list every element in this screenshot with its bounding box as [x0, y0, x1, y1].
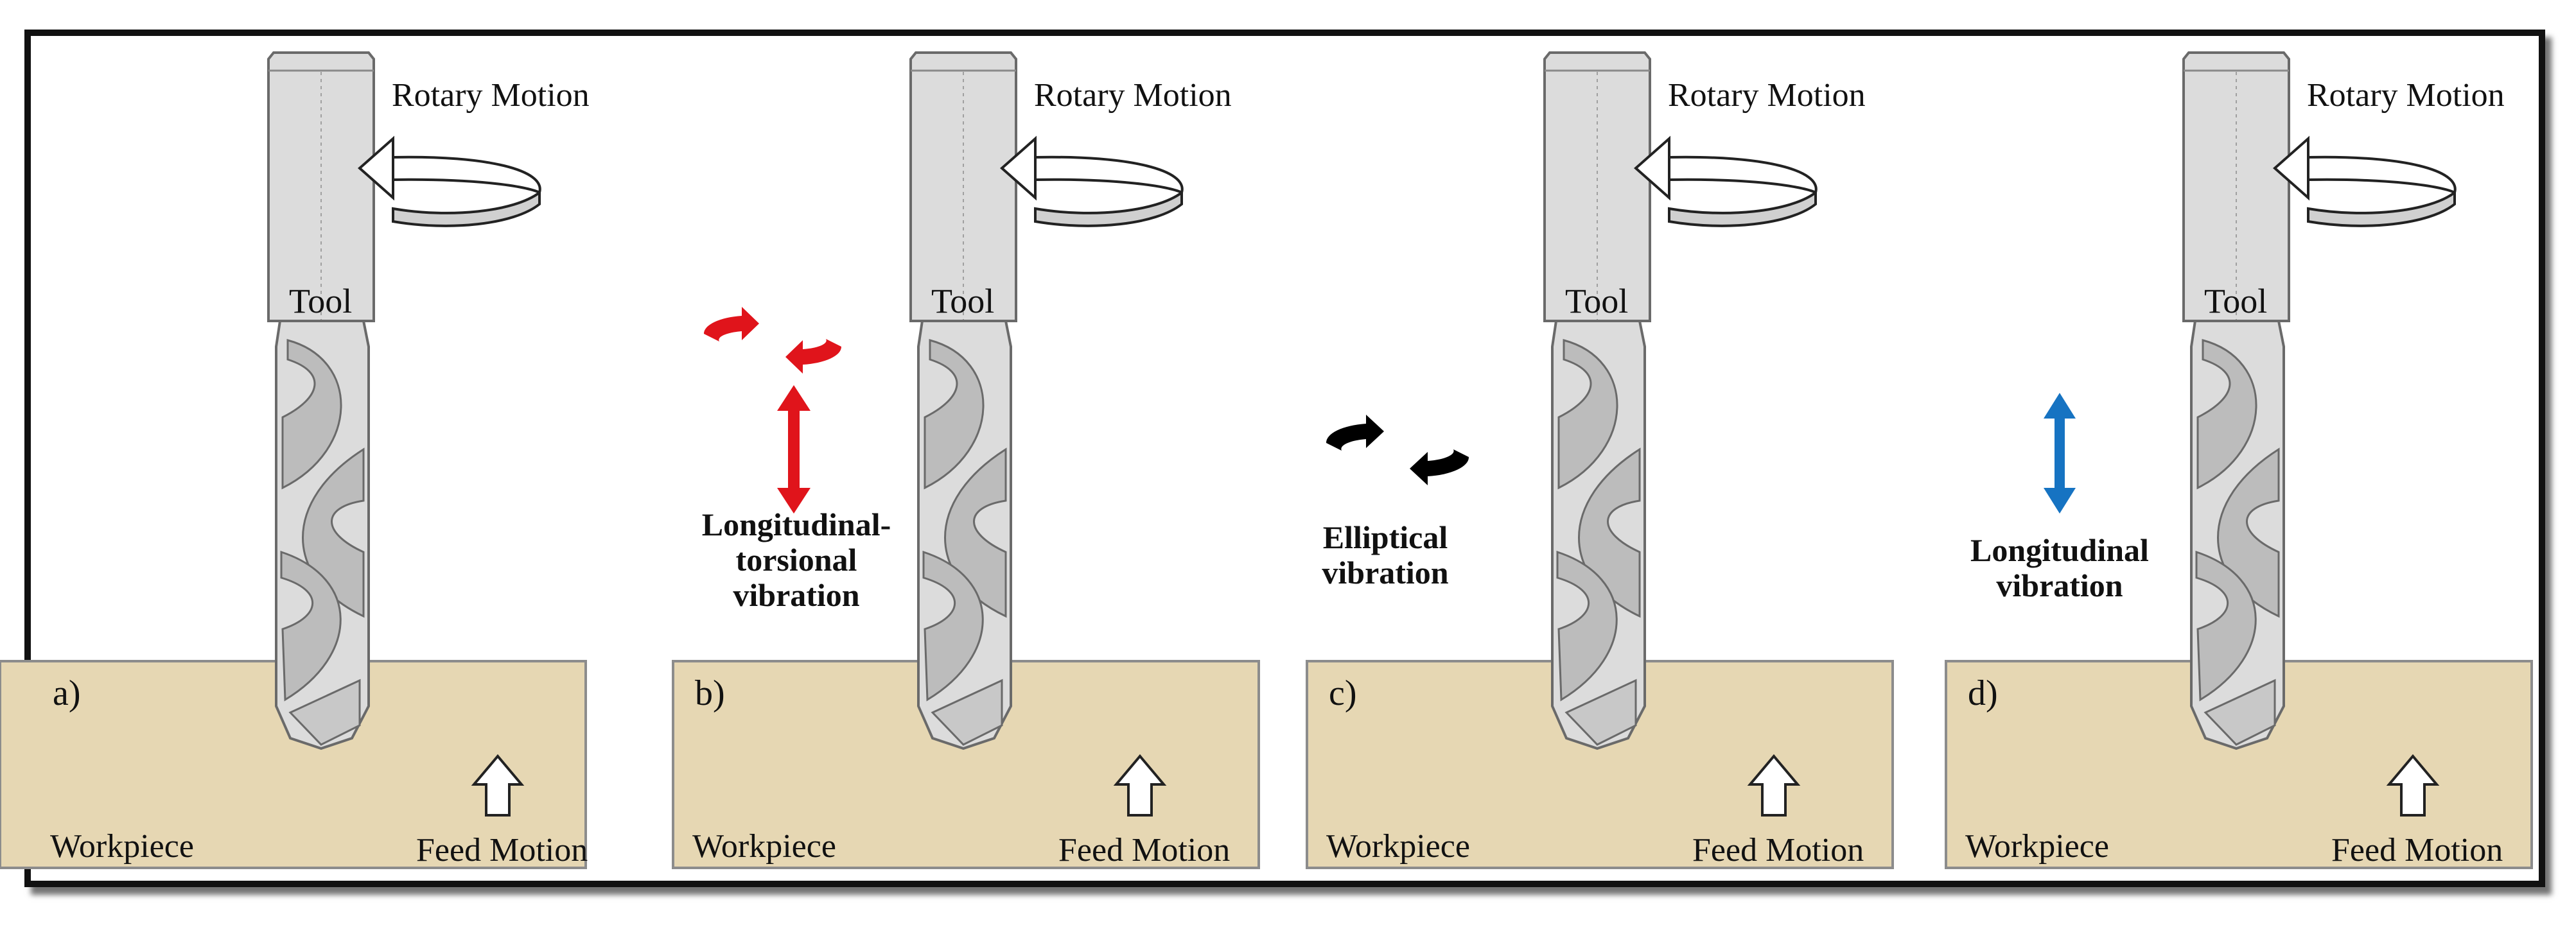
vibration-label-line: vibration [733, 577, 860, 613]
rotary-arrow [2272, 135, 2457, 227]
tool-label: Tool [931, 282, 995, 320]
panel-b-drawing [672, 51, 1260, 869]
workpiece-label: Workpiece [50, 828, 194, 865]
feed-arrow [2386, 754, 2440, 817]
panel-b: Rotary Motion Tool b) Workpiece Feed Mot… [642, 0, 1284, 925]
workpiece-label: Workpiece [1965, 828, 2109, 865]
vibration-label-line: Elliptical [1322, 519, 1448, 555]
panel-d-drawing [1945, 51, 2533, 869]
drill-tool [267, 51, 375, 750]
panel-c: Rotary Motion Tool c) Workpiece Feed Mot… [1276, 0, 1918, 925]
drill-tool [1543, 51, 1651, 750]
panel-a-drawing [0, 51, 587, 869]
drill-tool [2182, 51, 2290, 750]
panel-d: Rotary Motion Tool d) Workpiece Feed Mot… [1915, 0, 2557, 925]
vibration-label-line: torsional [735, 542, 857, 578]
workpiece-label: Workpiece [1326, 828, 1470, 865]
vibration-label: Longitudinal- torsional vibration [681, 507, 912, 613]
feed-arrow [1113, 754, 1167, 817]
panel-c-drawing [1306, 51, 1894, 869]
panel-label: b) [695, 673, 725, 713]
longitudinal-torsional-vibration-icon [703, 307, 842, 514]
feed-arrow [1747, 754, 1801, 817]
tool-label: Tool [289, 282, 353, 320]
rotary-motion-label: Rotary Motion [1668, 77, 1866, 114]
rotary-arrow [357, 135, 541, 227]
rotary-motion-label: Rotary Motion [1034, 77, 1232, 114]
rotary-motion-label: Rotary Motion [392, 77, 590, 114]
vibration-label-line: Longitudinal- [701, 506, 891, 542]
rotary-arrow [999, 135, 1184, 227]
vibration-label-line: vibration [1996, 567, 2123, 603]
panel-label: c) [1329, 673, 1357, 713]
drill-tool [909, 51, 1017, 750]
feed-motion-label: Feed Motion [1058, 832, 1231, 869]
vibration-label-line: vibration [1322, 555, 1449, 591]
feed-motion-label: Feed Motion [416, 832, 588, 869]
panel-label: d) [1968, 673, 1998, 713]
longitudinal-vibration-icon [2044, 393, 2076, 514]
vibration-label: Longitudinal vibration [1947, 533, 2172, 603]
tool-label: Tool [2204, 282, 2268, 320]
feed-arrow [471, 754, 525, 817]
rotary-arrow [1633, 135, 1818, 227]
feed-motion-label: Feed Motion [2331, 832, 2503, 869]
rotary-motion-label: Rotary Motion [2307, 77, 2505, 114]
workpiece-label: Workpiece [692, 828, 836, 865]
panel-label: a) [53, 673, 81, 713]
tool-label: Tool [1565, 282, 1629, 320]
vibration-label-line: Longitudinal [1970, 532, 2149, 568]
feed-motion-label: Feed Motion [1692, 832, 1864, 869]
panel-a: Rotary Motion Tool a) Workpiece Feed Mot… [0, 0, 642, 925]
elliptical-vibration-icon [1326, 415, 1469, 485]
vibration-label: Elliptical vibration [1289, 520, 1482, 591]
